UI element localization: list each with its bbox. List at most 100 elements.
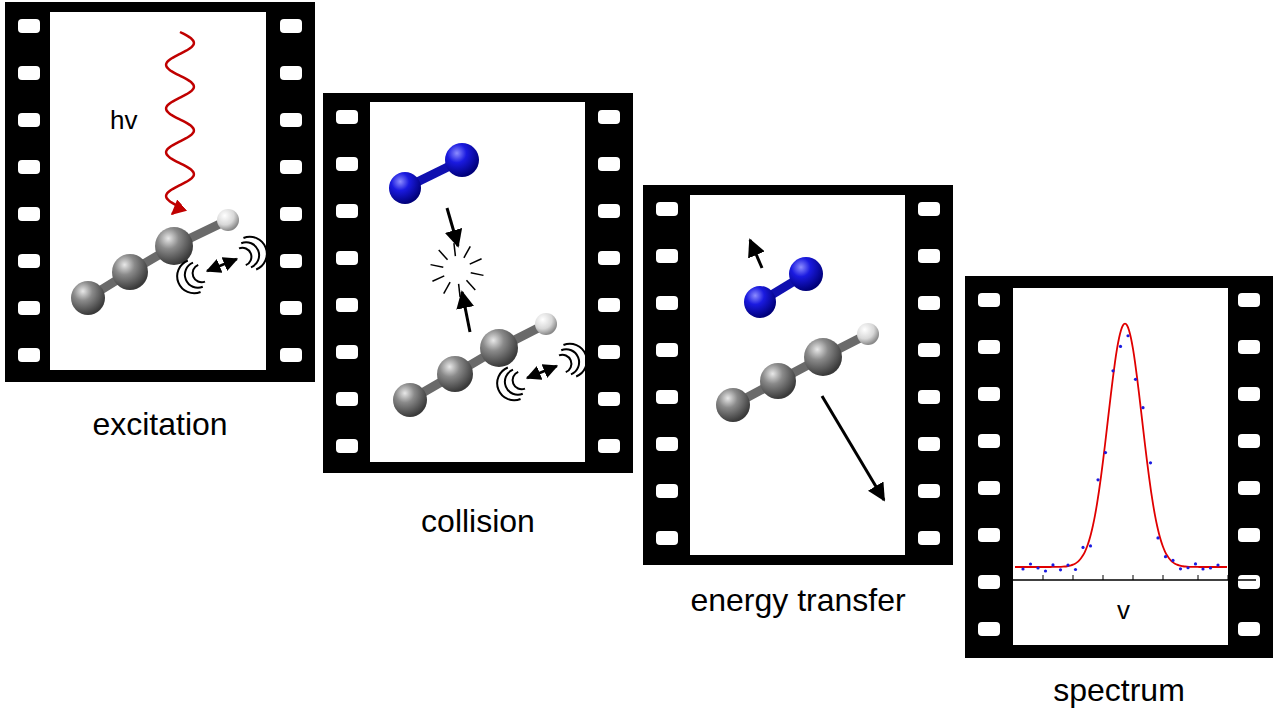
data-point <box>1074 568 1077 571</box>
impact-burst <box>459 284 460 297</box>
sprocket-hole <box>598 439 620 453</box>
frame-caption: spectrum <box>1053 672 1185 709</box>
sprocket-hole <box>978 622 1000 636</box>
axis-tick <box>1043 575 1044 580</box>
data-point <box>1179 567 1182 570</box>
data-point <box>1021 567 1024 570</box>
vibration-symbol <box>492 339 592 406</box>
sprocket-hole <box>656 249 678 263</box>
impact-burst <box>454 243 455 256</box>
sprocket-hole <box>280 301 302 315</box>
sprocket-hole <box>978 575 1000 589</box>
sprocket-hole <box>336 298 358 312</box>
sprocket-hole <box>280 113 302 127</box>
nitrogen-atom <box>744 286 776 318</box>
sprocket-hole <box>1238 481 1260 495</box>
carbon-atom <box>155 227 193 265</box>
film-window <box>690 195 905 555</box>
carbon-atom <box>804 338 842 376</box>
symbol-label: v <box>1117 596 1130 626</box>
sprocket-hole <box>18 66 40 80</box>
impact-burst <box>439 250 448 260</box>
carbon-atom <box>393 383 427 417</box>
data-point <box>1104 451 1107 454</box>
data-point <box>1119 345 1122 348</box>
film-frame-node: vspectrum <box>965 276 1273 658</box>
sprocket-hole <box>336 204 358 218</box>
film-window <box>370 102 585 462</box>
sprocket-hole <box>978 340 1000 354</box>
sprocket-hole <box>280 66 302 80</box>
data-point <box>1134 378 1137 381</box>
sprocket-hole <box>978 434 1000 448</box>
sprocket-hole <box>918 296 940 310</box>
data-point <box>1059 568 1062 571</box>
film-frame-node: energy transfer <box>643 185 953 565</box>
sprocket-hole <box>1238 575 1260 589</box>
motion-arrow <box>822 396 884 500</box>
film-frame-node: collision <box>323 93 633 473</box>
sprocket-hole <box>280 254 302 268</box>
sprocket-hole <box>1238 622 1260 636</box>
data-point <box>1126 334 1129 337</box>
sprocket-hole <box>598 298 620 312</box>
sprocket-hole <box>18 254 40 268</box>
data-point <box>1081 546 1084 549</box>
sprocket-hole <box>280 348 302 362</box>
film-window <box>50 12 266 370</box>
sprocket-hole <box>656 484 678 498</box>
sprocket-hole <box>336 251 358 265</box>
data-point <box>1164 555 1167 558</box>
symbol-label: hv <box>110 106 137 136</box>
sprocket-hole <box>656 202 678 216</box>
motion-arrow <box>750 240 762 268</box>
carbon-atom <box>480 329 518 367</box>
sprocket-hole <box>18 160 40 174</box>
sprocket-hole <box>656 531 678 545</box>
sprocket-hole <box>978 387 1000 401</box>
sprocket-hole <box>598 251 620 265</box>
sprocket-hole <box>336 110 358 124</box>
sprocket-hole <box>598 157 620 171</box>
sprocket-hole <box>656 296 678 310</box>
sprocket-hole <box>18 207 40 221</box>
sprocket-hole <box>280 207 302 221</box>
hydrogen-atom <box>217 209 239 231</box>
sprocket-hole <box>336 345 358 359</box>
impact-burst <box>432 276 444 281</box>
impact-burst <box>471 273 484 276</box>
sprocket-hole <box>1238 387 1260 401</box>
data-point <box>1029 562 1032 565</box>
carbon-atom <box>716 388 750 422</box>
axis-tick <box>1103 575 1104 580</box>
sprocket-hole <box>598 204 620 218</box>
data-point <box>1216 563 1219 566</box>
data-point <box>1201 567 1204 570</box>
sprocket-hole <box>18 301 40 315</box>
sprocket-hole <box>336 392 358 406</box>
hydrogen-atom <box>857 323 879 345</box>
motion-arrow <box>447 208 458 246</box>
data-point <box>1156 536 1159 539</box>
fit-curve <box>1015 324 1227 567</box>
sprocket-hole <box>336 157 358 171</box>
data-point <box>1111 369 1114 372</box>
sprocket-hole <box>280 19 302 33</box>
data-point <box>1044 569 1047 572</box>
sprocket-hole <box>1238 528 1260 542</box>
data-point <box>1096 478 1099 481</box>
impact-burst <box>431 265 444 268</box>
data-point <box>1149 461 1152 464</box>
sprocket-hole <box>978 293 1000 307</box>
axis-tick <box>1198 575 1199 580</box>
impact-burst <box>464 246 470 257</box>
sprocket-hole <box>918 437 940 451</box>
data-point <box>1194 562 1197 565</box>
sprocket-hole <box>1238 340 1260 354</box>
motion-arrow <box>462 292 470 332</box>
sprocket-hole <box>18 113 40 127</box>
sprocket-hole <box>1238 434 1260 448</box>
data-point <box>1141 406 1144 409</box>
film-window <box>1013 288 1228 645</box>
